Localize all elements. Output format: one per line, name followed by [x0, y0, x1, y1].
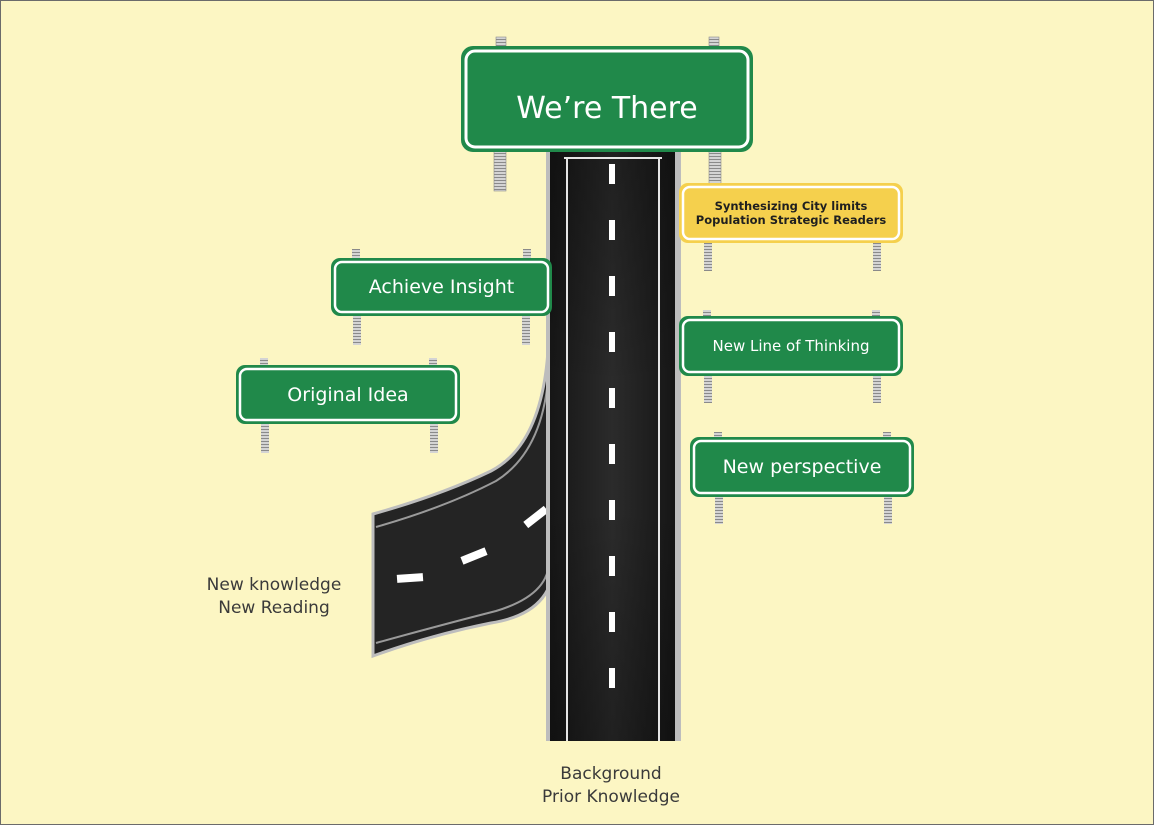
- sign-original-group: [236, 358, 460, 453]
- sign-achieve-group: [331, 249, 552, 345]
- merge-road-dashes: [396, 505, 549, 583]
- main-road-caption-line1: Background: [560, 764, 662, 784]
- sign-synthesizing-group: [679, 183, 903, 271]
- merge-road-caption: New knowledge New Reading: [179, 574, 369, 620]
- sign-line-of-thinking-group: [679, 310, 903, 403]
- main-road: [546, 151, 681, 741]
- sign-posts-top: [493, 36, 722, 192]
- merge-road-caption-line2: New Reading: [218, 598, 330, 618]
- merge-road: [371, 149, 556, 659]
- sign-perspective-group: [690, 432, 914, 524]
- main-road-caption: Background Prior Knowledge: [511, 763, 711, 809]
- merge-road-caption-line1: New knowledge: [206, 575, 342, 595]
- main-road-caption-line2: Prior Knowledge: [542, 787, 680, 807]
- sign-top-board: [461, 46, 753, 152]
- main-road-dashes: [609, 164, 615, 688]
